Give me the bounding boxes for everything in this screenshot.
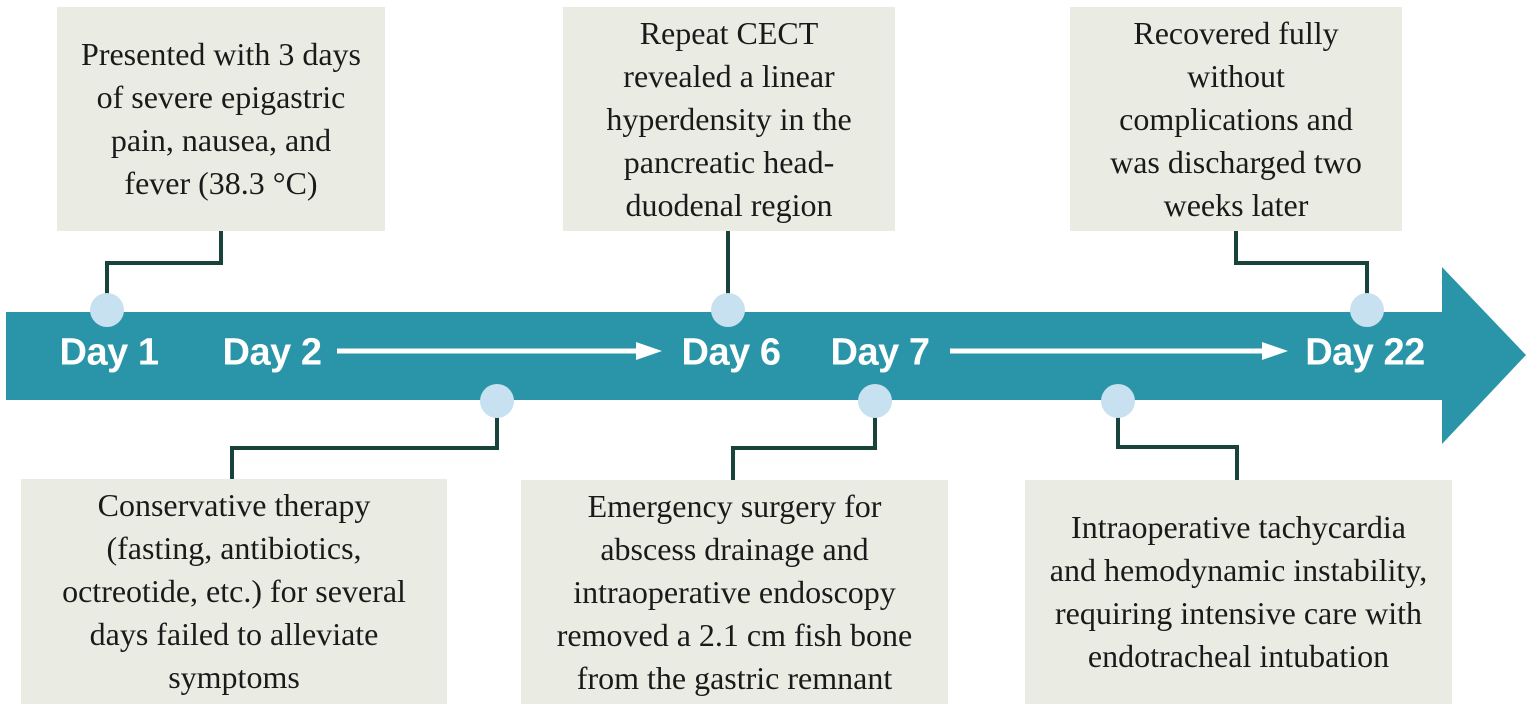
connector-top-day22	[1234, 231, 1369, 296]
timeline-arrowhead-icon	[1442, 267, 1526, 444]
event-box-repeat-cect: Repeat CECT revealed a linear hyperdensi…	[563, 7, 895, 231]
event-box-conservative-therapy: Conservative therapy (fasting, antibioti…	[21, 479, 447, 704]
timeline-dot-day7	[858, 384, 892, 418]
event-text: Intraoperative tachycardia and hemodynam…	[1049, 509, 1428, 674]
event-text: Presented with 3 days of severe epigastr…	[81, 36, 361, 201]
timeline-dot-day22	[1350, 293, 1384, 327]
event-box-intraoperative-instability: Intraoperative tachycardia and hemodynam…	[1025, 480, 1452, 704]
event-text: Recovered fully without complications an…	[1110, 14, 1362, 223]
day-label-2: Day 2	[222, 331, 322, 374]
event-box-recovery: Recovered fully without complications an…	[1070, 7, 1402, 231]
connector-bottom-day2	[230, 414, 499, 480]
timeline-dot-intraop	[1101, 384, 1135, 418]
connector-top-day1	[105, 231, 223, 296]
connector-bottom-intraop	[1116, 414, 1239, 481]
day-label-22: Day 22	[1305, 331, 1425, 374]
event-box-emergency-surgery: Emergency surgery for abscess drainage a…	[521, 480, 948, 704]
timeline-dot-day2	[480, 384, 514, 418]
event-box-presentation: Presented with 3 days of severe epigastr…	[57, 7, 385, 231]
day-label-6: Day 6	[681, 331, 781, 374]
timeline-dot-day1	[90, 293, 124, 327]
timeline-band	[6, 312, 1442, 400]
timeline-dot-day6	[711, 293, 745, 327]
event-text: Conservative therapy (fasting, antibioti…	[62, 487, 406, 695]
day7-to-day22-arrow-icon	[950, 342, 1288, 360]
day2-to-day6-arrow-icon	[337, 342, 662, 360]
event-text: Repeat CECT revealed a linear hyperdensi…	[606, 14, 852, 223]
connector-bottom-day7	[731, 414, 877, 481]
day-label-7: Day 7	[830, 331, 930, 374]
event-text: Emergency surgery for abscess drainage a…	[556, 487, 913, 696]
day-label-1: Day 1	[59, 331, 159, 374]
